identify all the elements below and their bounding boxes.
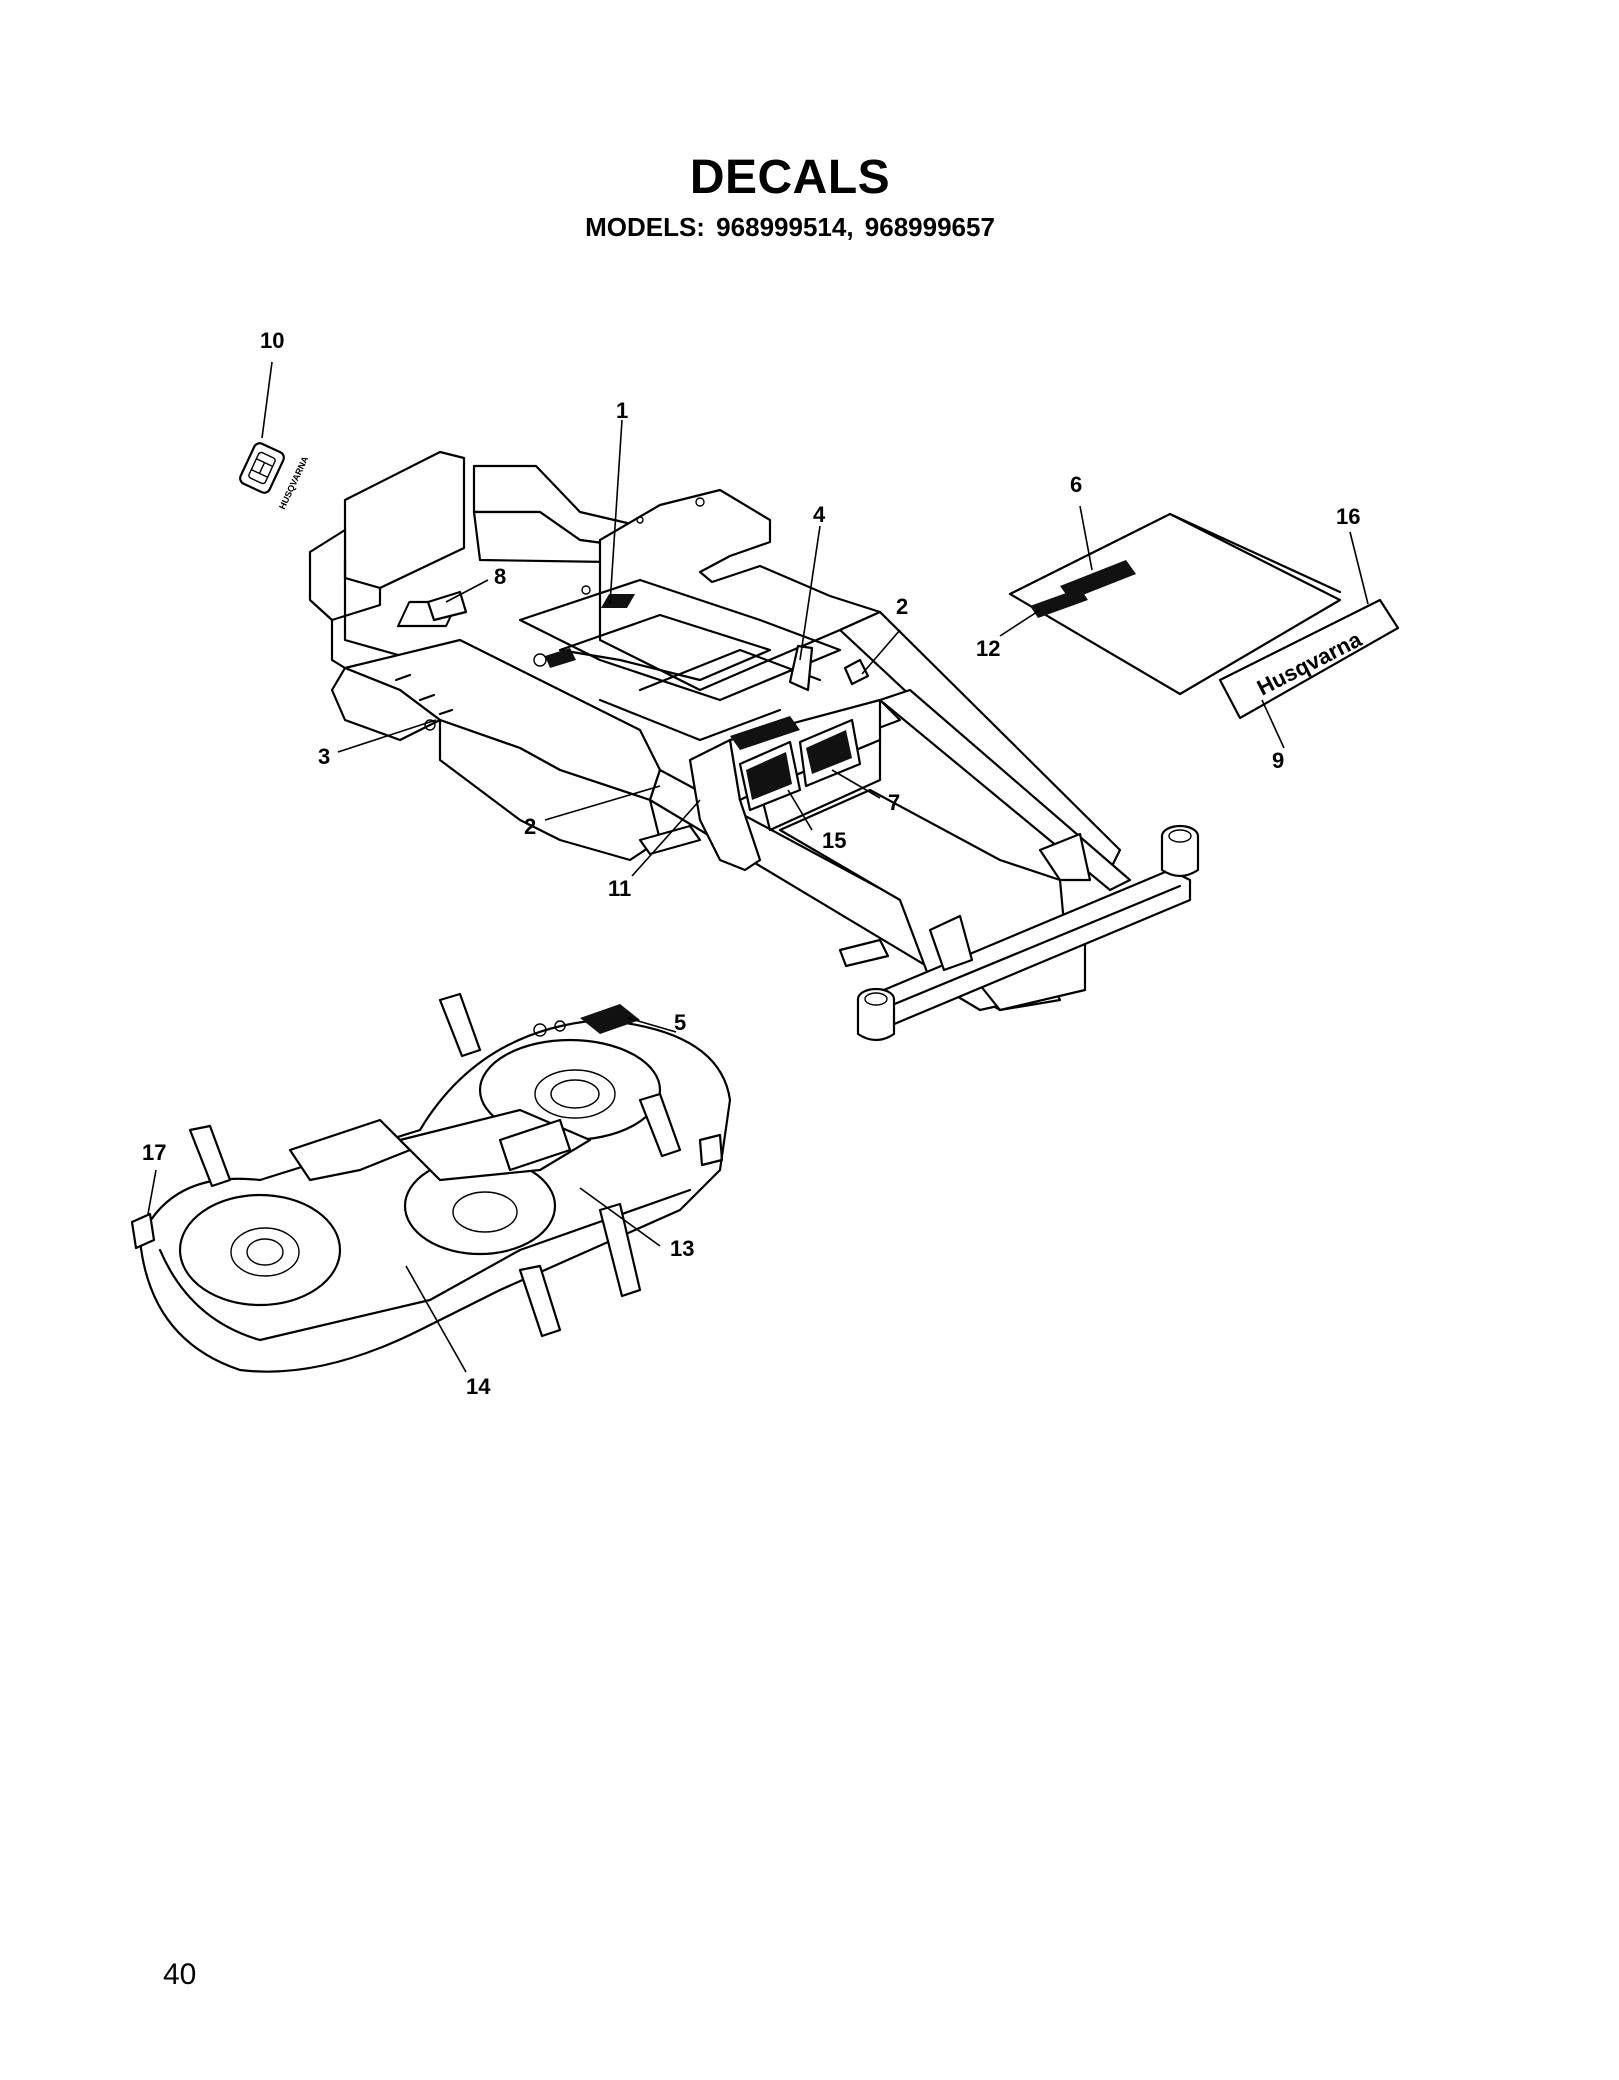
- callout-7: 7: [888, 790, 900, 815]
- loose-label-decal: [130, 1212, 156, 1250]
- hood-panel: Husqvarna: [1008, 512, 1400, 720]
- callout-3: 3: [318, 744, 330, 769]
- page-title: DECALS: [689, 151, 891, 204]
- mower-deck: [138, 992, 732, 1373]
- callout-17: 17: [142, 1140, 166, 1165]
- callout-13: 13: [670, 1236, 694, 1261]
- callout-1: 1: [616, 398, 628, 423]
- small-logo-decal: HUSQVARNA: [239, 442, 311, 511]
- callout-11: 11: [608, 876, 631, 901]
- callout-2-lower: 2: [524, 814, 536, 839]
- page-subtitle: MODELS: 968999514, 968999657: [585, 212, 995, 242]
- callout-6: 6: [1070, 472, 1082, 497]
- tractor-frame: [308, 450, 1200, 1042]
- callout-10: 10: [260, 328, 284, 353]
- callout-12: 12: [976, 636, 1000, 661]
- callout-8: 8: [494, 564, 506, 589]
- callout-2-upper: 2: [896, 594, 908, 619]
- leader-lines: [147, 361, 1369, 1373]
- callout-9: 9: [1272, 748, 1284, 773]
- callout-14: 15: [822, 828, 846, 853]
- page-number: 40: [163, 1958, 197, 1991]
- callout-4: 4: [813, 502, 826, 527]
- callout-labels: 10 1 4 2 8 3 2 11 15 7 6 12 16 9 5 17 13…: [142, 328, 1360, 1399]
- callout-16: 16: [1336, 504, 1360, 529]
- callout-15: 14: [466, 1374, 491, 1399]
- callout-5: 5: [674, 1010, 686, 1035]
